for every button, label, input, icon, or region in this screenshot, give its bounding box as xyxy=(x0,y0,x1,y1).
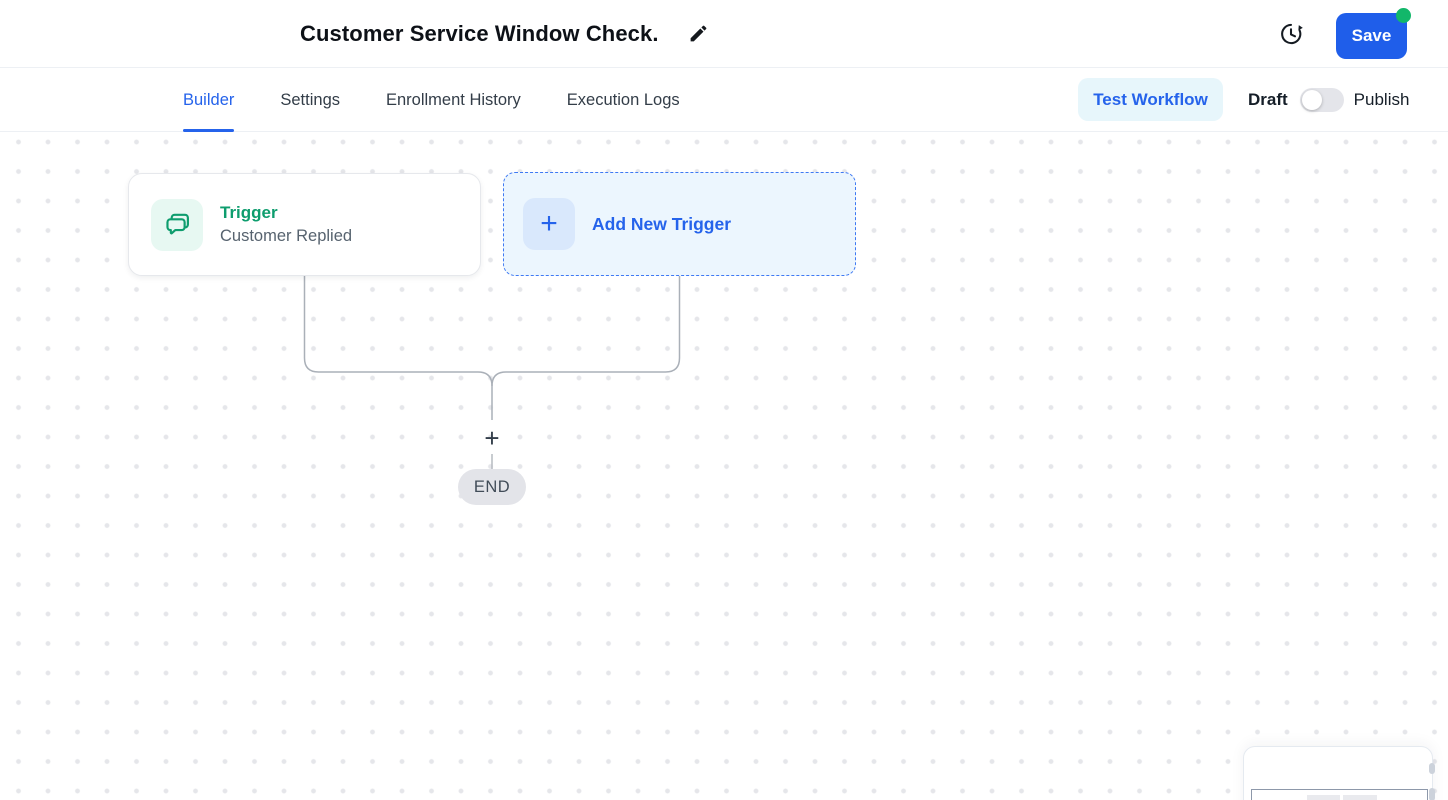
minimap-handle xyxy=(1429,763,1435,774)
trigger-node-subtitle: Customer Replied xyxy=(220,227,353,245)
trigger-node-card[interactable]: Trigger Customer Replied xyxy=(128,173,481,276)
top-bar: Customer Service Window Check. Save xyxy=(0,0,1448,68)
tab-execution-logs[interactable]: Execution Logs xyxy=(567,68,680,132)
tab-enrollment-history[interactable]: Enrollment History xyxy=(386,68,521,132)
workflow-canvas[interactable]: Trigger Customer Replied + Add New Trigg… xyxy=(0,132,1448,800)
minimap-viewport xyxy=(1251,789,1428,800)
plus-icon: + xyxy=(523,198,575,250)
pencil-icon xyxy=(688,23,709,47)
publish-toggle-group: Draft Publish xyxy=(1248,68,1409,132)
add-new-trigger-button[interactable]: + Add New Trigger xyxy=(503,172,856,276)
minimap[interactable] xyxy=(1243,746,1435,800)
toggle-knob xyxy=(1301,90,1322,110)
draft-label: Draft xyxy=(1248,90,1288,109)
chat-bubbles-icon xyxy=(151,198,203,251)
workflow-tab-bar: Builder Settings Enrollment History Exec… xyxy=(0,68,1448,132)
history-clock-icon xyxy=(1278,21,1304,50)
minimap-node xyxy=(1343,795,1377,800)
trigger-node-title: Trigger xyxy=(220,203,278,222)
edit-title-button[interactable] xyxy=(686,23,710,47)
minimap-node xyxy=(1307,795,1340,800)
publish-label: Publish xyxy=(1353,90,1410,109)
version-history-button[interactable] xyxy=(1277,21,1305,49)
tab-builder[interactable]: Builder xyxy=(183,68,235,132)
end-node: END xyxy=(458,469,526,505)
unsaved-changes-dot xyxy=(1396,8,1411,23)
tab-list: Builder Settings Enrollment History Exec… xyxy=(183,68,680,132)
add-step-button[interactable]: + xyxy=(478,424,506,452)
tab-settings[interactable]: Settings xyxy=(280,68,340,132)
trigger-node-text: Trigger Customer Replied xyxy=(220,203,352,246)
test-workflow-button[interactable]: Test Workflow xyxy=(1078,78,1223,121)
add-new-trigger-label: Add New Trigger xyxy=(592,213,732,234)
save-button[interactable]: Save xyxy=(1336,8,1411,59)
workflow-title: Customer Service Window Check. xyxy=(300,21,659,46)
save-button-label: Save xyxy=(1351,26,1392,45)
minimap-handle xyxy=(1429,788,1435,800)
publish-toggle[interactable] xyxy=(1299,88,1344,112)
